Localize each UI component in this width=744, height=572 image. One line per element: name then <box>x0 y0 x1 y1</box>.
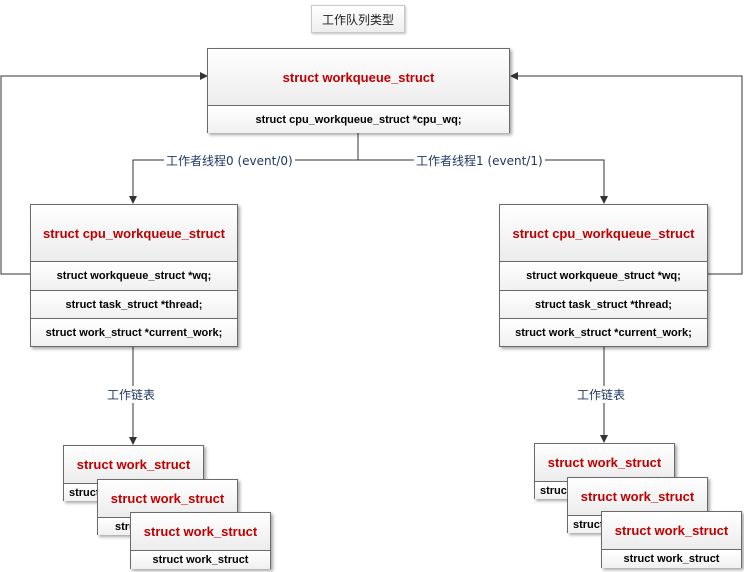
cpu-left-field-thread: struct task_struct *thread; <box>31 290 237 318</box>
cpu-right-field-thread: struct task_struct *thread; <box>500 290 707 318</box>
worklist-left-label: 工作链表 <box>105 386 158 403</box>
work-struct-right-3: struct work_struct struct work_struct <box>601 511 742 568</box>
workqueue-field: struct cpu_workqueue_struct *cpu_wq; <box>208 105 509 133</box>
workqueue-struct-head: struct workqueue_struct <box>208 49 509 105</box>
work-struct-left-3: struct work_struct struct work_struct <box>130 512 271 569</box>
cpu-left-field-wq: struct workqueue_struct *wq; <box>31 261 237 290</box>
cpu-workqueue-left-box: struct cpu_workqueue_struct struct workq… <box>30 204 238 347</box>
cpu-workqueue-right-head: struct cpu_workqueue_struct <box>500 205 707 261</box>
worklist-right-label: 工作链表 <box>575 386 628 403</box>
right-wq-back-arrow <box>510 72 743 275</box>
cpu-right-field-wq: struct workqueue_struct *wq; <box>500 261 707 290</box>
diagram-title: 工作队列类型 <box>311 5 405 33</box>
worker1-label: 工作者线程1 (event/1) <box>414 152 545 169</box>
workqueue-struct-box: struct workqueue_struct struct cpu_workq… <box>207 48 510 133</box>
cpu-workqueue-right-box: struct cpu_workqueue_struct struct workq… <box>499 204 708 347</box>
cpu-workqueue-left-head: struct cpu_workqueue_struct <box>31 205 237 261</box>
left-wq-back-arrow <box>0 72 208 275</box>
cpu-right-field-current-work: struct work_struct *current_work; <box>500 318 707 346</box>
cpu-left-field-current-work: struct work_struct *current_work; <box>31 318 237 346</box>
worker0-label: 工作者线程0 (event/0) <box>164 152 295 169</box>
